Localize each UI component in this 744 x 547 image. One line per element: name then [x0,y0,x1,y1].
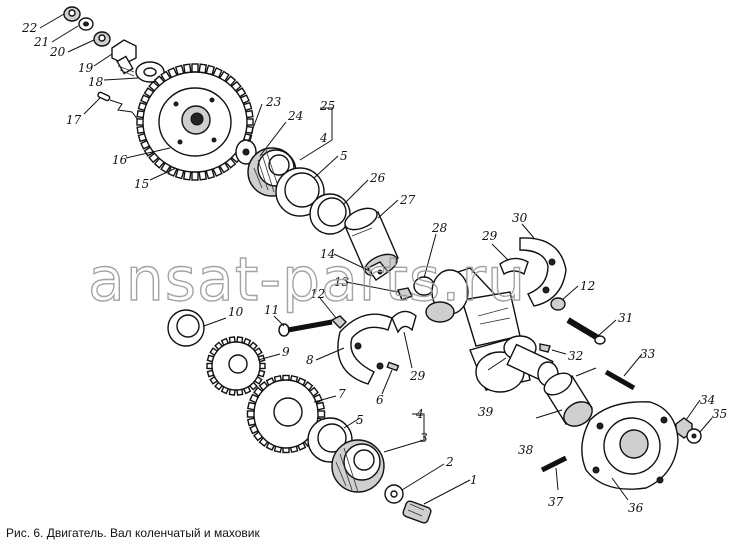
label-24: 24 [287,109,303,123]
label-21: 21 [33,35,49,49]
pin-17 [97,91,139,121]
label-12-right: 12 [580,279,595,293]
bolt-31 [566,317,606,345]
label-35: 35 [712,407,727,421]
figure-caption: Рис. 6. Двигатель. Вал коленчатый и махо… [6,526,260,540]
stud-33 [604,369,636,391]
label-9: 9 [282,345,290,359]
label-1: 1 [470,473,478,487]
label-39: 39 [478,405,494,419]
label-31: 31 [618,311,633,325]
bushing-38 [543,372,593,427]
cover-36 [581,401,679,490]
pin-6 [386,361,400,372]
bearing-3-4 [331,439,385,493]
leader-lines [39,13,713,505]
bushing-29-low [391,310,417,334]
label-22: 22 [21,21,37,35]
label-23: 23 [265,95,282,109]
label-10: 10 [228,305,244,319]
label-14: 14 [320,247,335,261]
label-32: 32 [568,349,583,363]
gear-tooth [191,171,199,181]
label-38: 38 [518,443,534,457]
bolt-11 [278,319,333,337]
label-19: 19 [78,61,94,75]
washer-2 [384,484,404,504]
label-11: 11 [264,303,279,317]
nut-13 [397,287,413,301]
bushing-20 [93,31,111,47]
washer-21 [78,17,94,31]
label-6: 6 [376,393,384,407]
label-4-low: 4 [415,407,424,421]
label-34: 34 [700,393,715,407]
label-7: 7 [338,387,346,401]
label-2: 2 [445,455,454,469]
crankshaft-39 [425,267,559,393]
seal-10 [167,309,205,347]
plug-1 [402,500,432,524]
bushing-29-top [499,257,529,276]
nut-22 [63,6,81,22]
flywheel-15 [136,63,254,181]
label-4-top: 4 [319,131,328,145]
label-5-low: 5 [356,413,364,427]
label-28: 28 [431,221,448,235]
washer-18 [135,61,165,83]
label-27: 27 [399,193,416,207]
label-20: 20 [49,45,66,59]
key-14 [366,261,390,281]
label-29-top: 29 [481,229,498,243]
washer-23 [235,139,257,165]
label-25: 25 [319,99,335,113]
label-17: 17 [66,113,82,127]
gear-9 [206,336,266,396]
label-30: 30 [512,211,528,225]
gear-tooth [191,63,199,73]
label-18: 18 [88,75,104,89]
washer-35 [686,428,702,444]
label-12-left: 12 [310,287,325,301]
bolt-19 [111,39,137,77]
label-16: 16 [112,153,128,167]
nut-12-right [550,297,566,311]
label-3: 3 [420,431,428,445]
counterweight-30 [519,237,567,307]
label-29-low: 29 [409,369,426,383]
part-labels: 22 21 20 19 18 17 16 15 23 24 25 4 5 26 … [21,21,727,515]
ring-26 [309,193,351,235]
pin-37 [540,455,568,473]
label-33: 33 [640,347,656,361]
label-13: 13 [334,275,350,289]
label-8: 8 [306,353,314,367]
counterweight-8 [337,313,393,385]
label-5-top: 5 [340,149,348,163]
nut-12-left [330,315,347,329]
label-37: 37 [548,495,564,509]
watermark-text: ansat-parts.ru [88,245,526,315]
pin-32 [539,343,551,353]
label-26: 26 [369,171,386,185]
label-15: 15 [134,177,149,191]
label-36: 36 [628,501,644,515]
